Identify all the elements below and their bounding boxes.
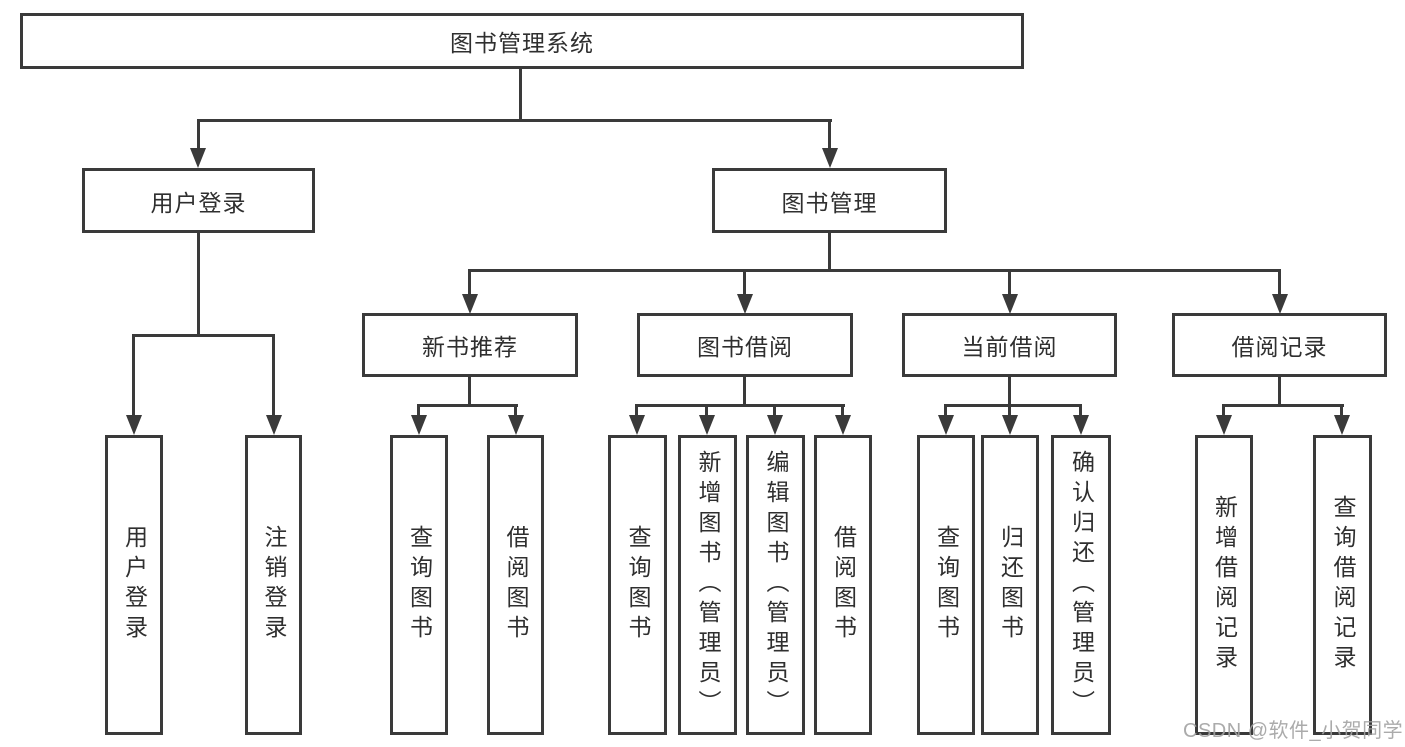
connector-line <box>841 404 844 418</box>
connector-line <box>1222 404 1344 407</box>
connector-arrow-down <box>126 415 142 435</box>
leaf-logout-label: 注销登录 <box>261 525 287 645</box>
node-new-book-recommend-label: 新书推荐 <box>422 334 518 360</box>
leaf-bb-borrow-books-label: 借阅图书 <box>830 525 857 645</box>
connector-arrow-down <box>699 415 715 435</box>
leaf-bb-query-books: 查询图书 <box>608 435 667 735</box>
connector-line <box>468 377 471 407</box>
connector-line <box>1278 269 1281 297</box>
node-book-borrowing: 图书借阅 <box>637 313 853 377</box>
connector-line <box>1079 404 1082 418</box>
connector-line <box>468 269 1281 272</box>
connector-line <box>1008 404 1011 418</box>
node-root-label: 图书管理系统 <box>450 30 594 56</box>
leaf-nb-query-books-label: 查询图书 <box>406 525 433 645</box>
connector-arrow-down <box>1002 294 1018 314</box>
connector-arrow-down <box>411 415 427 435</box>
connector-line <box>635 404 845 407</box>
node-user-login: 用户登录 <box>82 168 315 233</box>
connector-line <box>417 404 518 407</box>
connector-arrow-down <box>767 415 783 435</box>
leaf-nb-borrow-books: 借阅图书 <box>487 435 544 735</box>
connector-arrow-down <box>190 148 206 168</box>
connector-arrow-down <box>835 415 851 435</box>
connector-line <box>272 334 275 418</box>
leaf-bb-add-books-admin-label: 新增图书（管理员） <box>695 450 721 720</box>
connector-line <box>1278 377 1281 407</box>
leaf-br-add-record: 新增借阅记录 <box>1195 435 1253 735</box>
node-current-borrowing-label: 当前借阅 <box>961 334 1058 360</box>
leaf-bb-edit-books-admin: 编辑图书（管理员） <box>746 435 805 735</box>
node-user-login-label: 用户登录 <box>150 189 247 216</box>
connector-arrow-down <box>1272 294 1288 314</box>
leaf-bb-query-books-label: 查询图书 <box>625 525 651 645</box>
connector-line <box>635 404 638 418</box>
node-book-management: 图书管理 <box>712 168 947 233</box>
node-book-management-label: 图书管理 <box>781 189 878 216</box>
connector-line <box>468 269 471 297</box>
connector-arrow-down <box>508 415 524 435</box>
leaf-nb-borrow-books-label: 借阅图书 <box>503 525 529 645</box>
connector-line <box>132 334 275 337</box>
leaf-br-query-record: 查询借阅记录 <box>1313 435 1372 735</box>
connector-arrow-down <box>1216 415 1232 435</box>
connector-line <box>944 404 947 418</box>
leaf-user-login: 用户登录 <box>105 435 163 735</box>
connector-line <box>743 377 746 407</box>
connector-line <box>197 119 200 151</box>
node-new-book-recommend: 新书推荐 <box>362 313 578 377</box>
connector-arrow-down <box>1002 415 1018 435</box>
leaf-br-query-record-label: 查询借阅记录 <box>1330 495 1356 675</box>
connector-line <box>828 233 831 271</box>
node-root: 图书管理系统 <box>20 13 1024 69</box>
leaf-user-login-label: 用户登录 <box>121 525 148 645</box>
connector-line <box>743 269 746 297</box>
connector-line <box>1008 269 1011 297</box>
leaf-cb-confirm-return-admin: 确认归还（管理员） <box>1051 435 1111 735</box>
connector-line <box>197 233 200 337</box>
node-book-borrowing-label: 图书借阅 <box>697 334 793 360</box>
leaf-br-add-record-label: 新增借阅记录 <box>1211 495 1238 675</box>
leaf-bb-borrow-books: 借阅图书 <box>814 435 872 735</box>
leaf-bb-edit-books-admin-label: 编辑图书（管理员） <box>763 450 789 720</box>
leaf-nb-query-books: 查询图书 <box>390 435 448 735</box>
connector-line <box>1222 404 1225 418</box>
connector-line <box>944 404 1082 407</box>
connector-line <box>1008 377 1011 407</box>
connector-line <box>705 404 708 418</box>
connector-arrow-down <box>462 294 478 314</box>
connector-arrow-down <box>737 294 753 314</box>
leaf-cb-query-books-label: 查询图书 <box>933 525 960 645</box>
connector-line <box>1340 404 1343 418</box>
connector-line <box>514 404 517 418</box>
node-borrowing-records: 借阅记录 <box>1172 313 1387 377</box>
node-current-borrowing: 当前借阅 <box>902 313 1117 377</box>
leaf-logout: 注销登录 <box>245 435 302 735</box>
connector-arrow-down <box>1334 415 1350 435</box>
connector-arrow-down <box>822 148 838 168</box>
leaf-cb-confirm-return-admin-label: 确认归还（管理员） <box>1068 450 1095 720</box>
connector-line <box>417 404 420 418</box>
connector-line <box>773 404 776 418</box>
connector-line <box>197 119 832 122</box>
leaf-bb-add-books-admin: 新增图书（管理员） <box>678 435 737 735</box>
connector-line <box>132 334 135 418</box>
connector-arrow-down <box>629 415 645 435</box>
connector-line <box>828 119 831 151</box>
connector-arrow-down <box>266 415 282 435</box>
leaf-cb-return-books-label: 归还图书 <box>997 525 1024 645</box>
connector-arrow-down <box>1073 415 1089 435</box>
connector-arrow-down <box>938 415 954 435</box>
leaf-cb-return-books: 归还图书 <box>981 435 1039 735</box>
csdn-watermark: CSDN @软件_小贺同学 <box>1183 720 1404 742</box>
leaf-cb-query-books: 查询图书 <box>917 435 975 735</box>
node-borrowing-records-label: 借阅记录 <box>1231 334 1328 360</box>
connector-line <box>519 69 522 121</box>
